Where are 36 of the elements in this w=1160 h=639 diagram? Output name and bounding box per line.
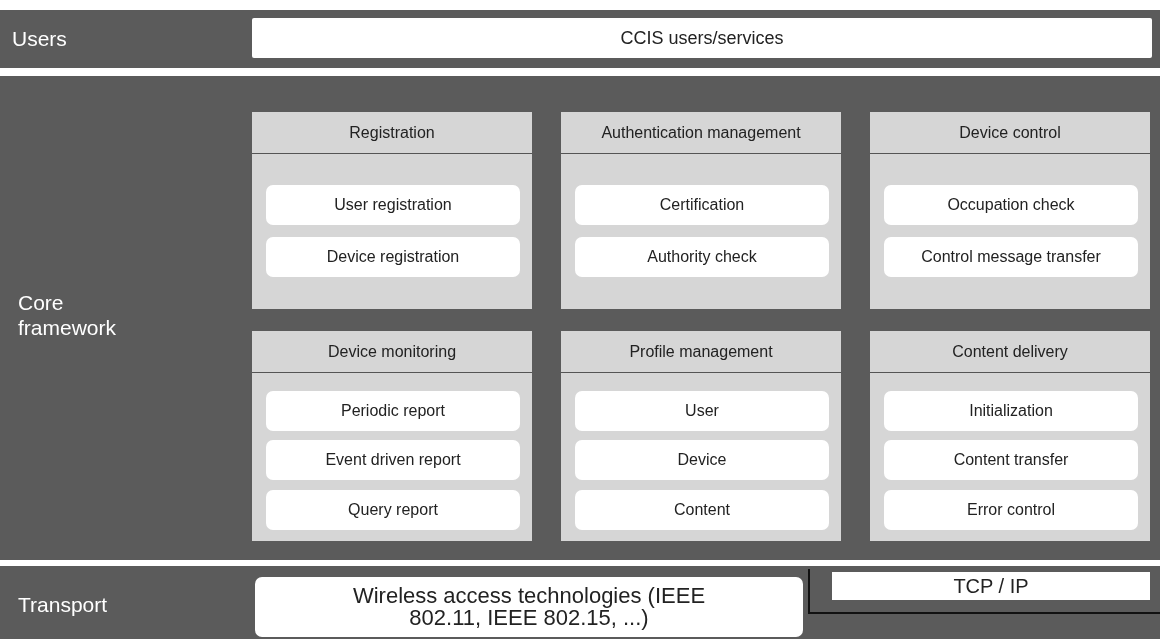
- function-box: Periodic report: [266, 391, 520, 431]
- layer-label: Users: [12, 26, 67, 51]
- layer-band: [0, 10, 1160, 68]
- function-box: Certification: [575, 185, 829, 225]
- module-heading: Registration: [252, 112, 532, 154]
- module-panel: [870, 112, 1150, 309]
- layer-label: Core framework: [18, 290, 118, 340]
- module-panel: [252, 112, 532, 309]
- function-box: Error control: [884, 490, 1138, 530]
- function-box: Control message transfer: [884, 237, 1138, 277]
- module-heading: Content delivery: [870, 331, 1150, 373]
- layer-band: [0, 76, 1160, 560]
- layer-label: Transport: [18, 592, 108, 617]
- function-box: Initialization: [884, 391, 1138, 431]
- function-box: Occupation check: [884, 185, 1138, 225]
- module-panel: [252, 331, 532, 541]
- function-box: Device registration: [266, 237, 520, 277]
- function-box: Query report: [266, 490, 520, 530]
- function-box: Authority check: [575, 237, 829, 277]
- function-box: Content transfer: [884, 440, 1138, 480]
- service-box: CCIS users/services: [252, 18, 1152, 58]
- function-box: Device: [575, 440, 829, 480]
- function-box: User: [575, 391, 829, 431]
- module-heading: Device monitoring: [252, 331, 532, 373]
- module-panel: [561, 112, 841, 309]
- function-box: Event driven report: [266, 440, 520, 480]
- function-box: Content: [575, 490, 829, 530]
- module-panel: [561, 331, 841, 541]
- technology-box: Wireless access technologies (IEEE 802.11, IEEE 802.15, ...): [255, 577, 803, 637]
- protocol-box: TCP / IP: [832, 572, 1150, 600]
- module-panel: [870, 331, 1150, 541]
- module-heading: Profile management: [561, 331, 841, 373]
- function-box: User registration: [266, 185, 520, 225]
- module-heading: Device control: [870, 112, 1150, 154]
- module-heading: Authentication management: [561, 112, 841, 154]
- layer-band: [0, 566, 1160, 639]
